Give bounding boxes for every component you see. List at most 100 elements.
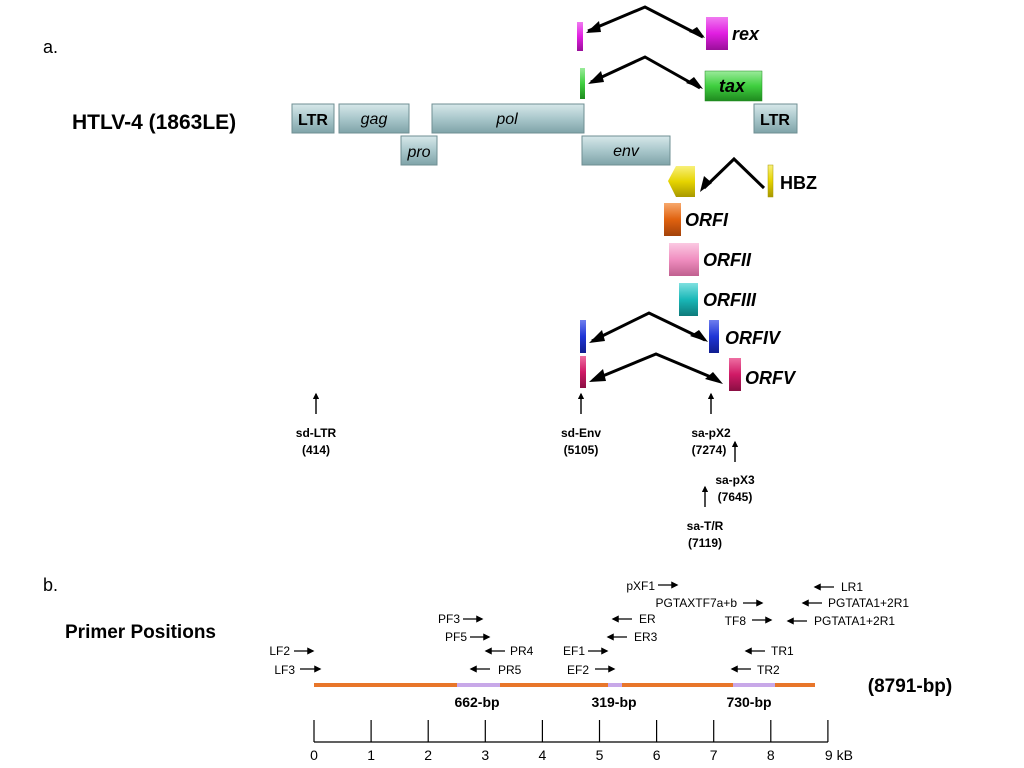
env-box [581,135,671,166]
rex-label: rex [732,24,760,44]
primer-pf3: PF3 [438,612,460,626]
gag-box [338,103,410,134]
primer-lf3: LF3 [274,663,295,677]
gag-label: gag [361,111,388,128]
orf4-transcript: ORFIV [580,311,782,353]
orf2-box [669,243,699,276]
pol-box [431,103,585,134]
primer-pgtata2: PGTATA1+2R1 [814,614,895,628]
orf4-arrowhead-left [589,330,605,343]
pro-label: pro [406,144,430,161]
sa-px2-name: sa-pX2 [691,426,731,440]
hbz-arrowhead-left [700,176,712,192]
orf4-splice-line [591,311,706,343]
primer-er: ER [639,612,656,626]
primer-ef1: EF1 [563,644,585,658]
orf3-label: ORFIII [703,290,757,310]
orf4-exon-1 [580,320,586,353]
primer-pgtaxtf7: PGTAXTF7a+b [656,596,738,610]
tax-arrowhead-left [588,71,604,84]
orf4-arrowhead-right [690,330,708,342]
kb-axis: 0 1 2 3 4 5 6 7 8 9 kB [310,720,853,763]
sd-env-pos: (5105) [564,443,599,457]
orf4-exon-2 [709,320,719,353]
sa-tr-name: sa-T/R [687,519,724,533]
kb-tick-label-2: 2 [424,747,432,763]
orf5-arrowhead-left [589,369,606,382]
sd-ltr-pos: (414) [302,443,330,457]
kb-axis-ticks: 0 1 2 3 4 5 6 7 8 9 kB [310,720,853,763]
primer-pr5: PR5 [498,663,522,677]
kb-tick-label-7: 7 [710,747,718,763]
panel-b-label: b. [43,575,58,595]
virus-title: HTLV-4 (1863LE) [72,111,236,134]
splice-sites: sd-LTR (414) sd-Env (5105) sa-pX2 (7274)… [296,392,755,550]
amplicon-730-label: 730-bp [726,694,771,710]
amplicon-319-label: 319-bp [591,694,636,710]
sd-ltr-name: sd-LTR [296,426,337,440]
orf5-transcript: ORFV [580,352,797,391]
kb-tick-label-8: 8 [767,747,775,763]
sa-px3-pos: (7645) [718,490,753,504]
tax-splice-line [590,55,701,90]
hbz-transcript: HBZ [668,156,817,198]
tax-exon-2 [704,70,763,102]
rex-transcript: rex [577,5,760,51]
genome-map: LTR gag pol pro env LTR [291,103,798,166]
hbz-exon-1 [668,166,695,197]
ltr-right-box [753,103,798,134]
primer-tf8: TF8 [725,614,747,628]
kb-tick-label-4: 4 [539,747,547,763]
kb-tick-label-5: 5 [596,747,604,763]
rex-arrowhead-left [586,21,601,33]
primer-lf2: LF2 [269,644,290,658]
kb-tick-label-3: 3 [481,747,489,763]
orf5-splice-line [592,352,719,382]
env-label: env [613,143,640,160]
sd-env-name: sd-Env [561,426,601,440]
sa-px3-name: sa-pX3 [715,473,755,487]
primer-tr2: TR2 [757,663,780,677]
orf3-box [679,283,698,316]
primer-pf5: PF5 [445,630,467,644]
primer-er3: ER3 [634,630,658,644]
primer-title: Primer Positions [65,622,216,643]
kb-tick-label-6: 6 [653,747,661,763]
primer-pgtata1: PGTATA1+2R1 [828,596,909,610]
tax-arrowhead-right [686,77,703,89]
primer-pxf1: pXF1 [626,579,655,593]
kb-tick-label-1: 1 [367,747,375,763]
amplicon-662-label: 662-bp [454,694,499,710]
panel-a-label: a. [43,37,58,57]
primer-list: LF2 LF3 PF3 PF5 PR4 PR5 pXF1 PGTAXTF7a+b… [269,579,909,677]
sa-tr-pos: (7119) [688,536,722,550]
kb-tick-label-0: 0 [310,747,318,763]
ltr-left-label: LTR [298,112,328,129]
orf5-exon-1 [580,356,586,388]
hbz-splice-line [702,156,766,190]
rex-exon-2 [706,17,728,50]
tax-transcript: tax [580,55,763,102]
rex-exon-1 [577,22,583,51]
orf2-label: ORFII [703,250,752,270]
kb-tick-label-9: 9 kB [825,747,853,763]
hbz-label: HBZ [780,173,817,193]
tax-label: tax [719,76,746,96]
tax-exon-1 [580,68,585,99]
primer-tr1: TR1 [771,644,794,658]
pro-box [400,135,438,166]
orf5-label: ORFV [745,368,797,388]
ltr-right-label: LTR [760,112,790,129]
hbz-exon-2 [767,164,774,198]
orf1-label: ORFI [685,210,729,230]
orf5-arrowhead-right [705,372,723,384]
primer-pr4: PR4 [510,644,534,658]
rex-splice-line [587,5,704,39]
primer-lr1: LR1 [841,580,863,594]
sa-px2-pos: (7274) [692,443,727,457]
ltr-left-box [291,103,335,134]
rex-arrowhead-right [689,27,705,38]
orf1-box [664,203,681,236]
pol-label: pol [495,111,518,128]
